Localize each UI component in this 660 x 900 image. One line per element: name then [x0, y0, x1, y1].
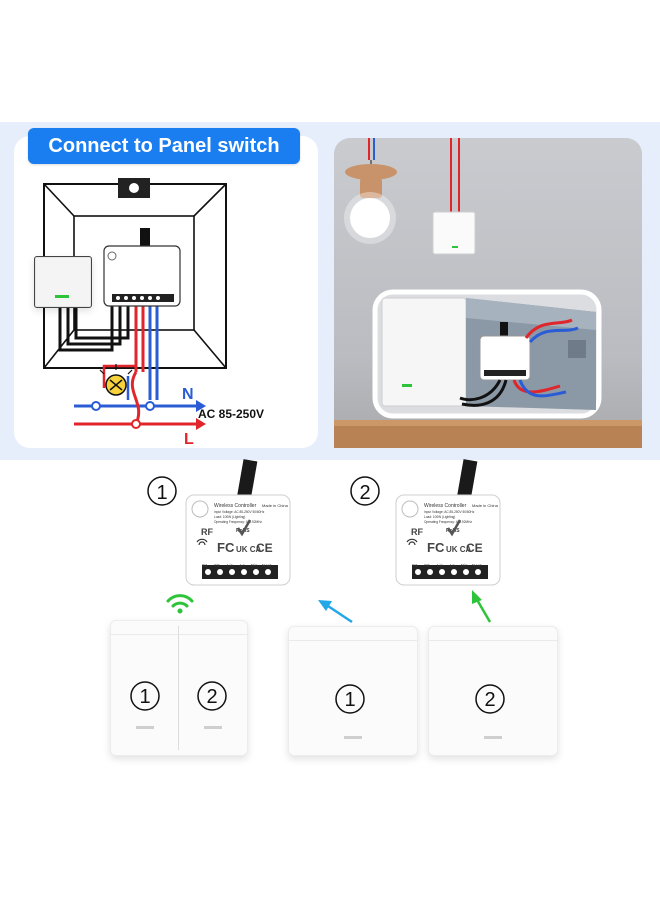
module-one-madein: Made in China — [262, 503, 289, 508]
module-two-fc-mark: FC — [427, 540, 445, 555]
led-indicator-icon — [204, 726, 222, 729]
module-one-fc-mark: FC — [217, 540, 235, 555]
module-one-spec-1: Input Voltage: AC 85-250V 50/60Hz — [214, 510, 265, 514]
module-one-terminal-s1: S1 — [202, 563, 208, 568]
module-one-rf-mark: RF — [201, 527, 213, 537]
signal-arrow-cyan-icon — [318, 600, 353, 624]
module-one-terminal-lin: Lin — [227, 563, 234, 568]
module-two-title: Wireless Controller — [424, 503, 467, 509]
module-two-spec-3: Operating Frequency: 433.92MHz — [424, 520, 472, 524]
single-switch-two-number: 2 — [484, 689, 495, 711]
module-one-ce-mark: CE — [256, 541, 273, 555]
module-one-terminal-ln: Ln — [240, 563, 246, 568]
live-label: L — [184, 431, 194, 448]
voltage-label: AC 85-250V — [198, 407, 264, 421]
module-one-spec-2: Load: 100W (Lighting) — [214, 515, 245, 519]
page-title: Connect to Panel switch — [28, 128, 300, 164]
diagram-panel-switch — [34, 256, 92, 308]
wifi-signal-icon — [166, 594, 194, 608]
double-switch-left-number: 1 — [139, 686, 150, 708]
led-indicator-icon — [344, 736, 362, 739]
module-two-terminal-s1: S1 — [412, 563, 418, 568]
single-switch-one[interactable] — [288, 626, 418, 756]
module-one-spec-3: Operating Frequency: 433.92MHz — [214, 520, 262, 524]
switch-top-edge — [428, 626, 558, 641]
module-two-terminal-lin: Lin — [437, 563, 444, 568]
module-two-number: 2 — [359, 482, 370, 504]
module-two-spec-1: Input Voltage: AC 85-250V 50/60Hz — [424, 510, 475, 514]
single-switch-two[interactable] — [428, 626, 558, 756]
module-two-terminal-nin: Nin — [461, 563, 468, 568]
module-two-spec-2: Load: 100W (Lighting) — [424, 515, 455, 519]
module-one-ukca-mark: UK CA — [236, 545, 262, 554]
module-two-ce-mark: CE — [466, 541, 483, 555]
module-two-rf-mark: RF — [411, 527, 423, 537]
double-switch-right-number: 2 — [206, 686, 217, 708]
switch-top-edge — [110, 620, 248, 635]
switch-top-edge — [288, 626, 418, 641]
module-two-terminal-s2: S2 — [424, 563, 430, 568]
gang-divider — [178, 626, 179, 750]
module-one-terminal-nin: Nin — [251, 563, 258, 568]
led-indicator-icon — [484, 736, 502, 739]
module-one-terminal-nout: Nout — [262, 563, 272, 568]
module-two-terminal-ln: Ln — [450, 563, 456, 568]
module-one-title: Wireless Controller — [214, 503, 257, 509]
module-two-madein: Made in China — [472, 503, 499, 508]
module-one-number: 1 — [156, 482, 167, 504]
neutral-label: N — [182, 386, 194, 403]
led-indicator-icon — [136, 726, 154, 729]
signal-arrow-green-icon — [472, 590, 492, 623]
module-two-terminal-nout: Nout — [472, 563, 482, 568]
single-switch-one-number: 1 — [344, 689, 355, 711]
module-two-ukca-mark: UK CA — [446, 545, 472, 554]
module-one-terminal-s2: S2 — [214, 563, 220, 568]
switch-led-icon — [55, 295, 69, 298]
